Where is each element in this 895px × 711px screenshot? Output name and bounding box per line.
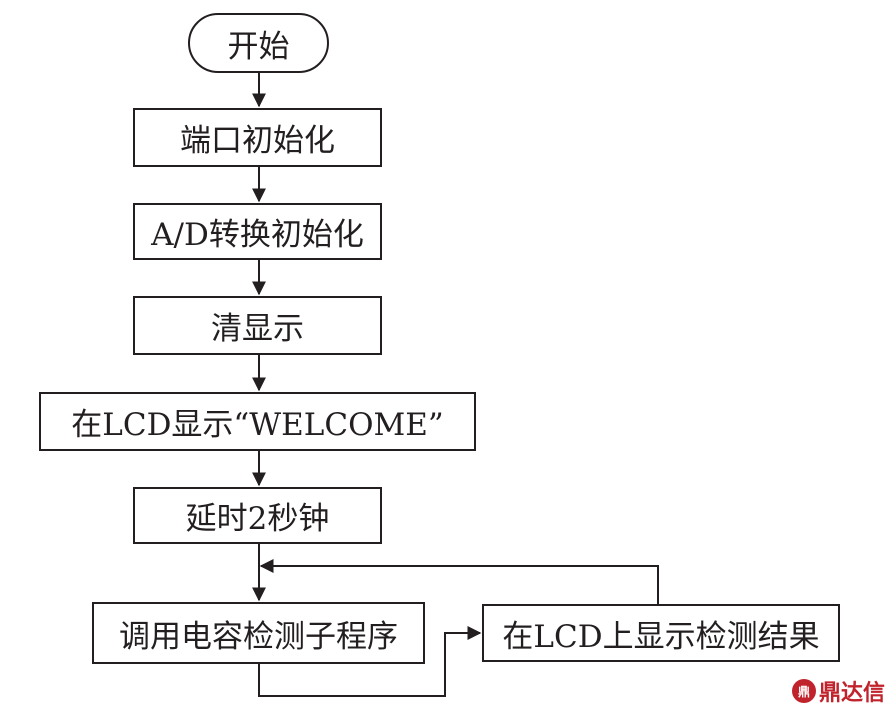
port-init-node: 端口初始化 (133, 108, 382, 167)
clear-display-node: 清显示 (133, 296, 382, 355)
start-node: 开始 (188, 13, 329, 73)
watermark-text: 鼎达信 (818, 681, 885, 706)
show-welcome-node: 在LCD显示“WELCOME” (39, 392, 476, 451)
dingdaxin-logo-icon: 鼎 (791, 679, 816, 703)
show-result-node: 在LCD上显示检测结果 (482, 604, 840, 662)
arrow-call-subroutine-to-show-result (258, 626, 482, 697)
watermark: 鼎 鼎达信 (791, 675, 885, 707)
delay-node: 延时2秒钟 (133, 487, 382, 544)
arrow-show-result-loop-back (259, 559, 659, 604)
ad-init-node: A/D转换初始化 (133, 203, 382, 260)
call-subroutine-node: 调用电容检测子程序 (92, 602, 425, 664)
